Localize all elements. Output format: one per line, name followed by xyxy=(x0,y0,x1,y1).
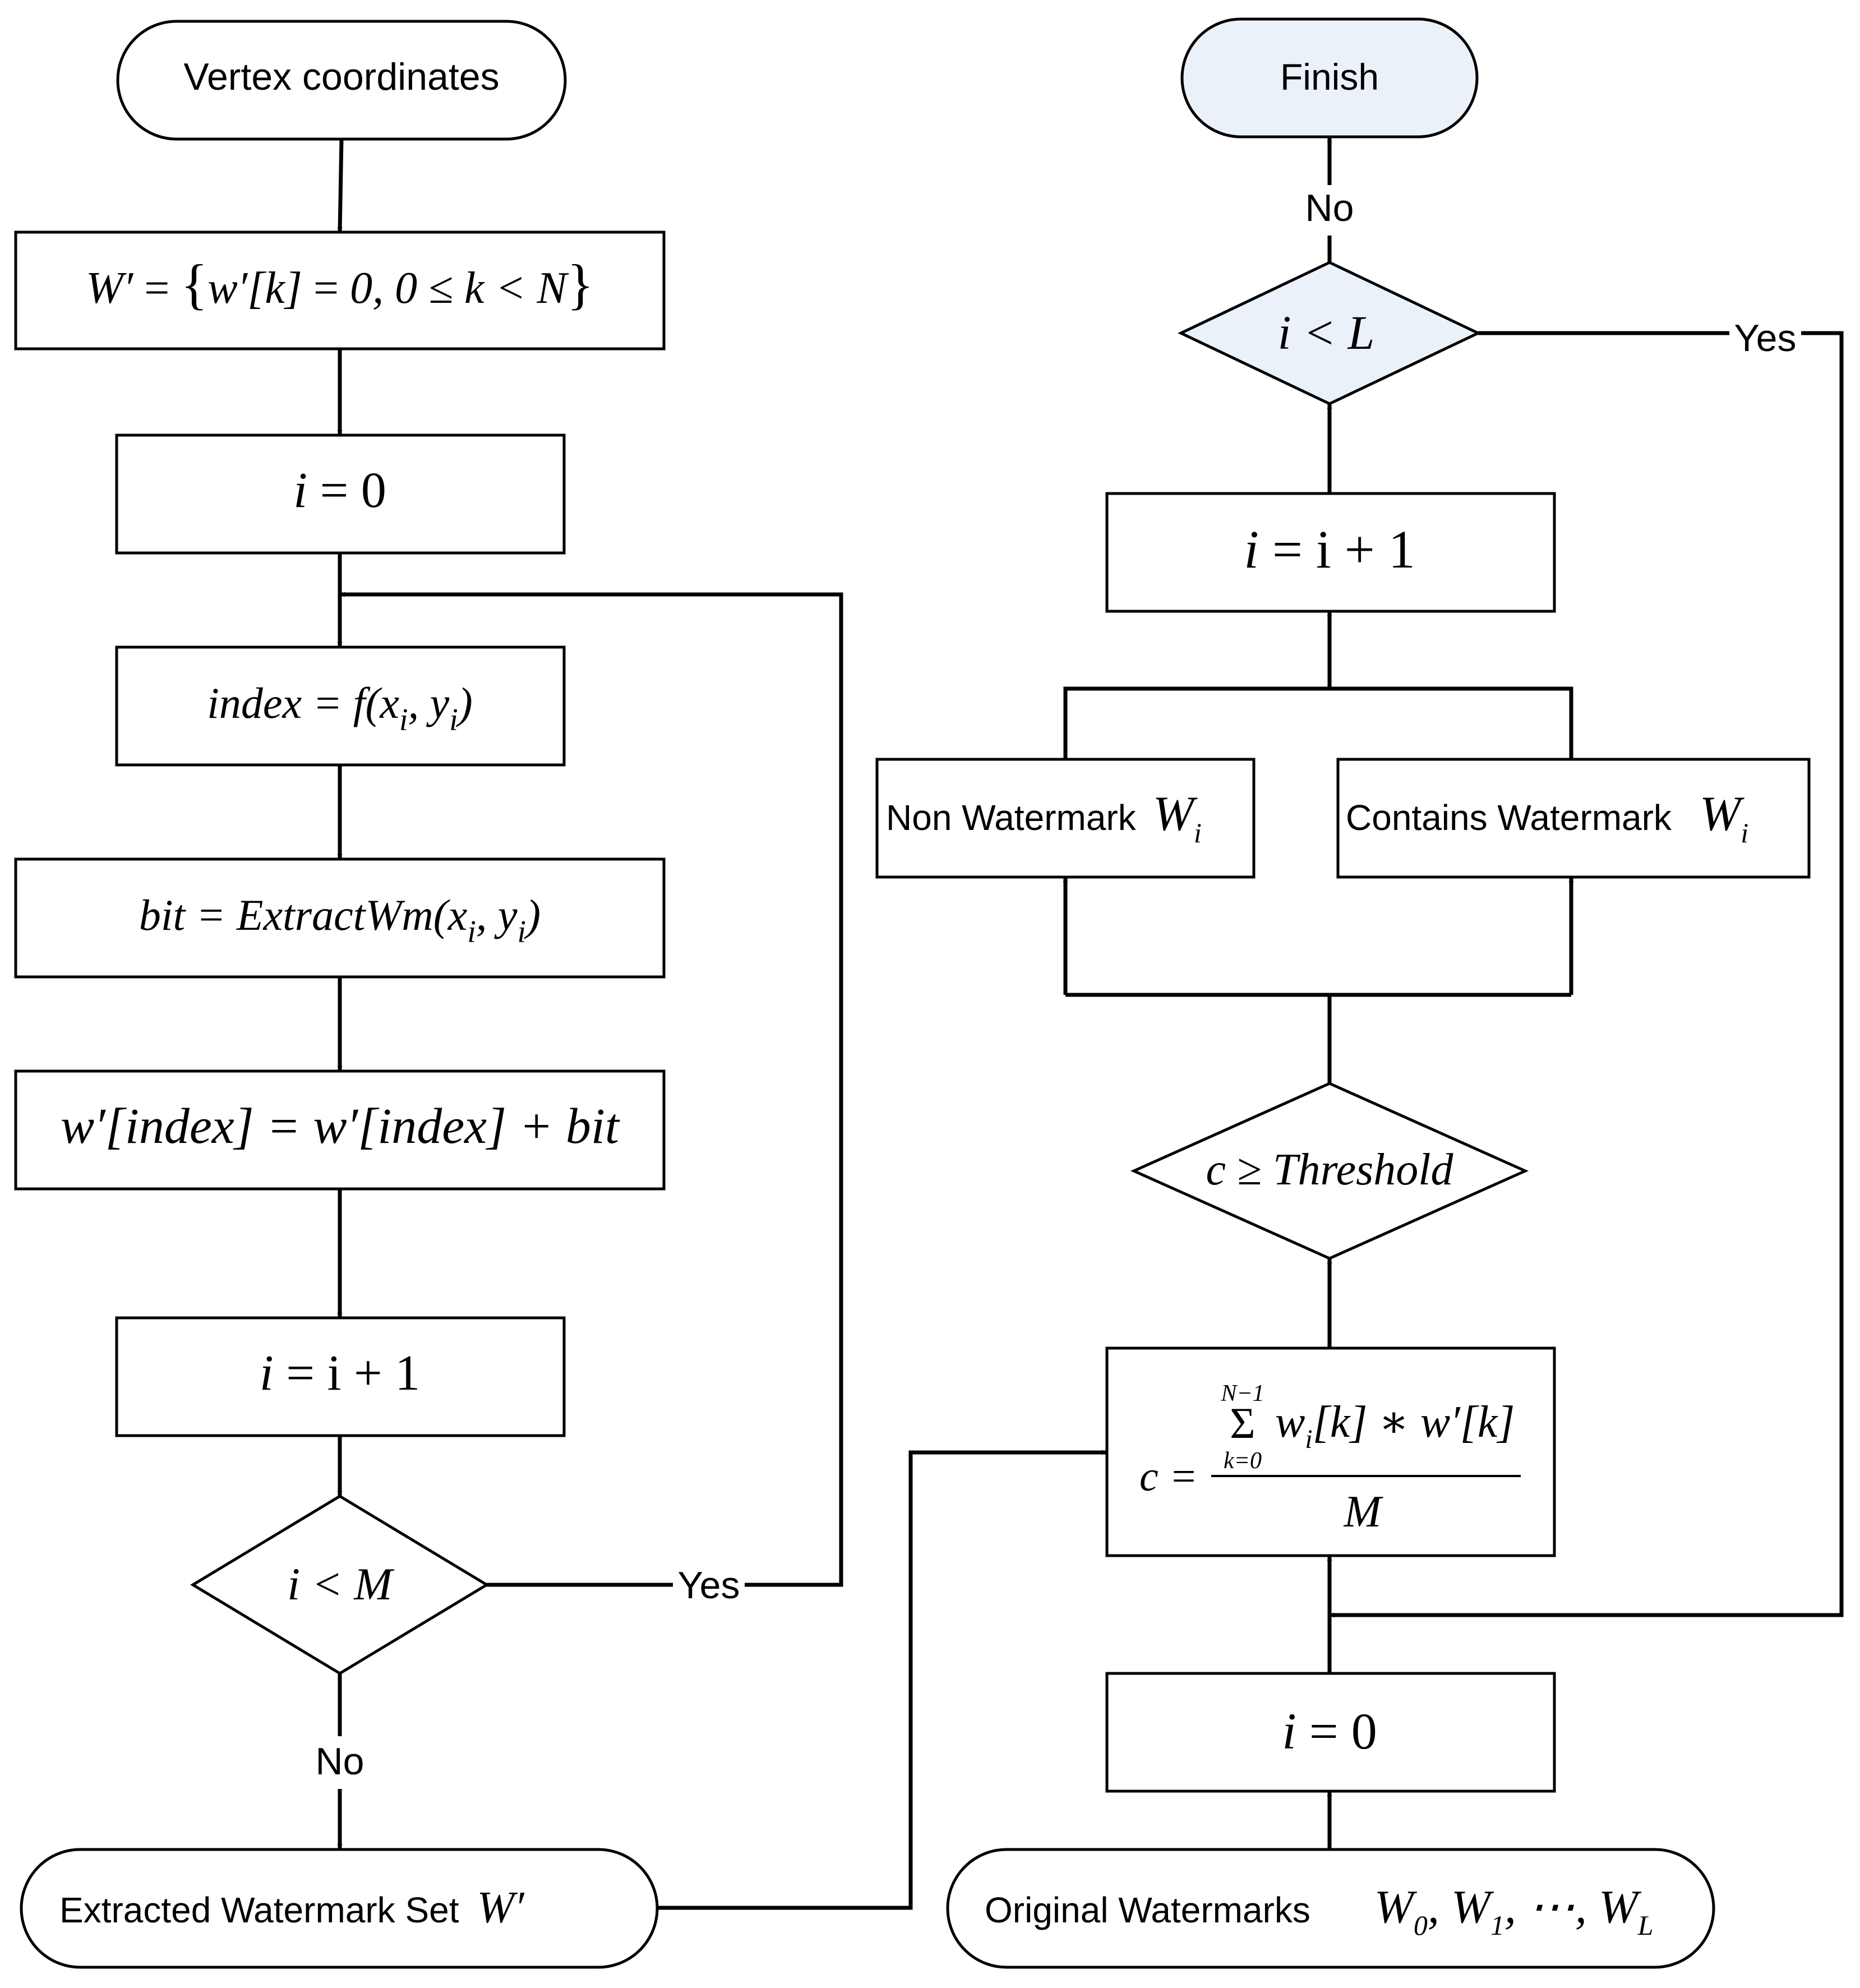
bit-step-formula: bit = ExtractWm(xi, yi) xyxy=(139,891,541,949)
line-non-watermark-up xyxy=(1063,686,1573,759)
accumulate-step-formula: w′[index] = w′[index] + bit xyxy=(61,1099,620,1154)
arrow-extracted-to-correlation xyxy=(657,1450,1107,1910)
init-i-formula-right: i = 0 xyxy=(1282,1703,1377,1760)
correlation-sigma: Σ xyxy=(1230,1399,1255,1447)
increment-box-left xyxy=(115,1316,566,1437)
finish-terminal-label: Finish xyxy=(1280,56,1379,98)
init-i-formula-left: i = 0 xyxy=(293,463,386,518)
decision-l-no-label: No xyxy=(1305,187,1354,229)
correlation-lhs: c = xyxy=(1139,1453,1198,1500)
index-step-formula: index = f(xi, yi) xyxy=(207,679,473,737)
decision-m-no-label: No xyxy=(316,1740,364,1783)
contains-watermark-box xyxy=(1336,758,1811,879)
correlation-denominator: M xyxy=(1344,1487,1384,1537)
init-i-box-left xyxy=(115,433,566,555)
arrow-yes-loop-back xyxy=(340,594,843,1587)
increment-box-right xyxy=(1105,492,1556,613)
init-set-formula: W′ = {w′[k] = 0, 0 ≤ k < N} xyxy=(86,253,594,315)
init-i-box-right xyxy=(1105,1672,1556,1793)
increment-formula-left: i = i + 1 xyxy=(260,1345,421,1401)
arrow-yes-loop-right xyxy=(1330,331,1844,1615)
correlation-box xyxy=(1105,1346,1556,1557)
decision-i-less-l-label: i < L xyxy=(1278,306,1375,359)
correlation-formula: c = N−1 Σ k=0 wi[k] ∗ w′[k] M xyxy=(1139,1381,1521,1537)
arrow-start-to-init-set xyxy=(337,139,344,233)
start-terminal-label: Vertex coordinates xyxy=(183,56,499,98)
correlation-numerator-term: wi[k] ∗ w′[k] xyxy=(1275,1397,1515,1454)
correlation-lower-limit: k=0 xyxy=(1224,1448,1262,1474)
init-set-box xyxy=(14,230,666,350)
decision-threshold-label: c ≥ Threshold xyxy=(1206,1145,1454,1194)
line-threshold-to-branch xyxy=(1065,993,1571,1083)
decision-i-less-m-label: i < M xyxy=(287,1558,395,1609)
decision-m-yes-label: Yes xyxy=(678,1564,740,1607)
decision-l-yes-label: Yes xyxy=(1734,317,1797,359)
accumulate-step-box xyxy=(14,1069,666,1191)
correlation-upper-limit: N−1 xyxy=(1220,1381,1264,1406)
increment-formula-right: i = i + 1 xyxy=(1244,519,1415,579)
